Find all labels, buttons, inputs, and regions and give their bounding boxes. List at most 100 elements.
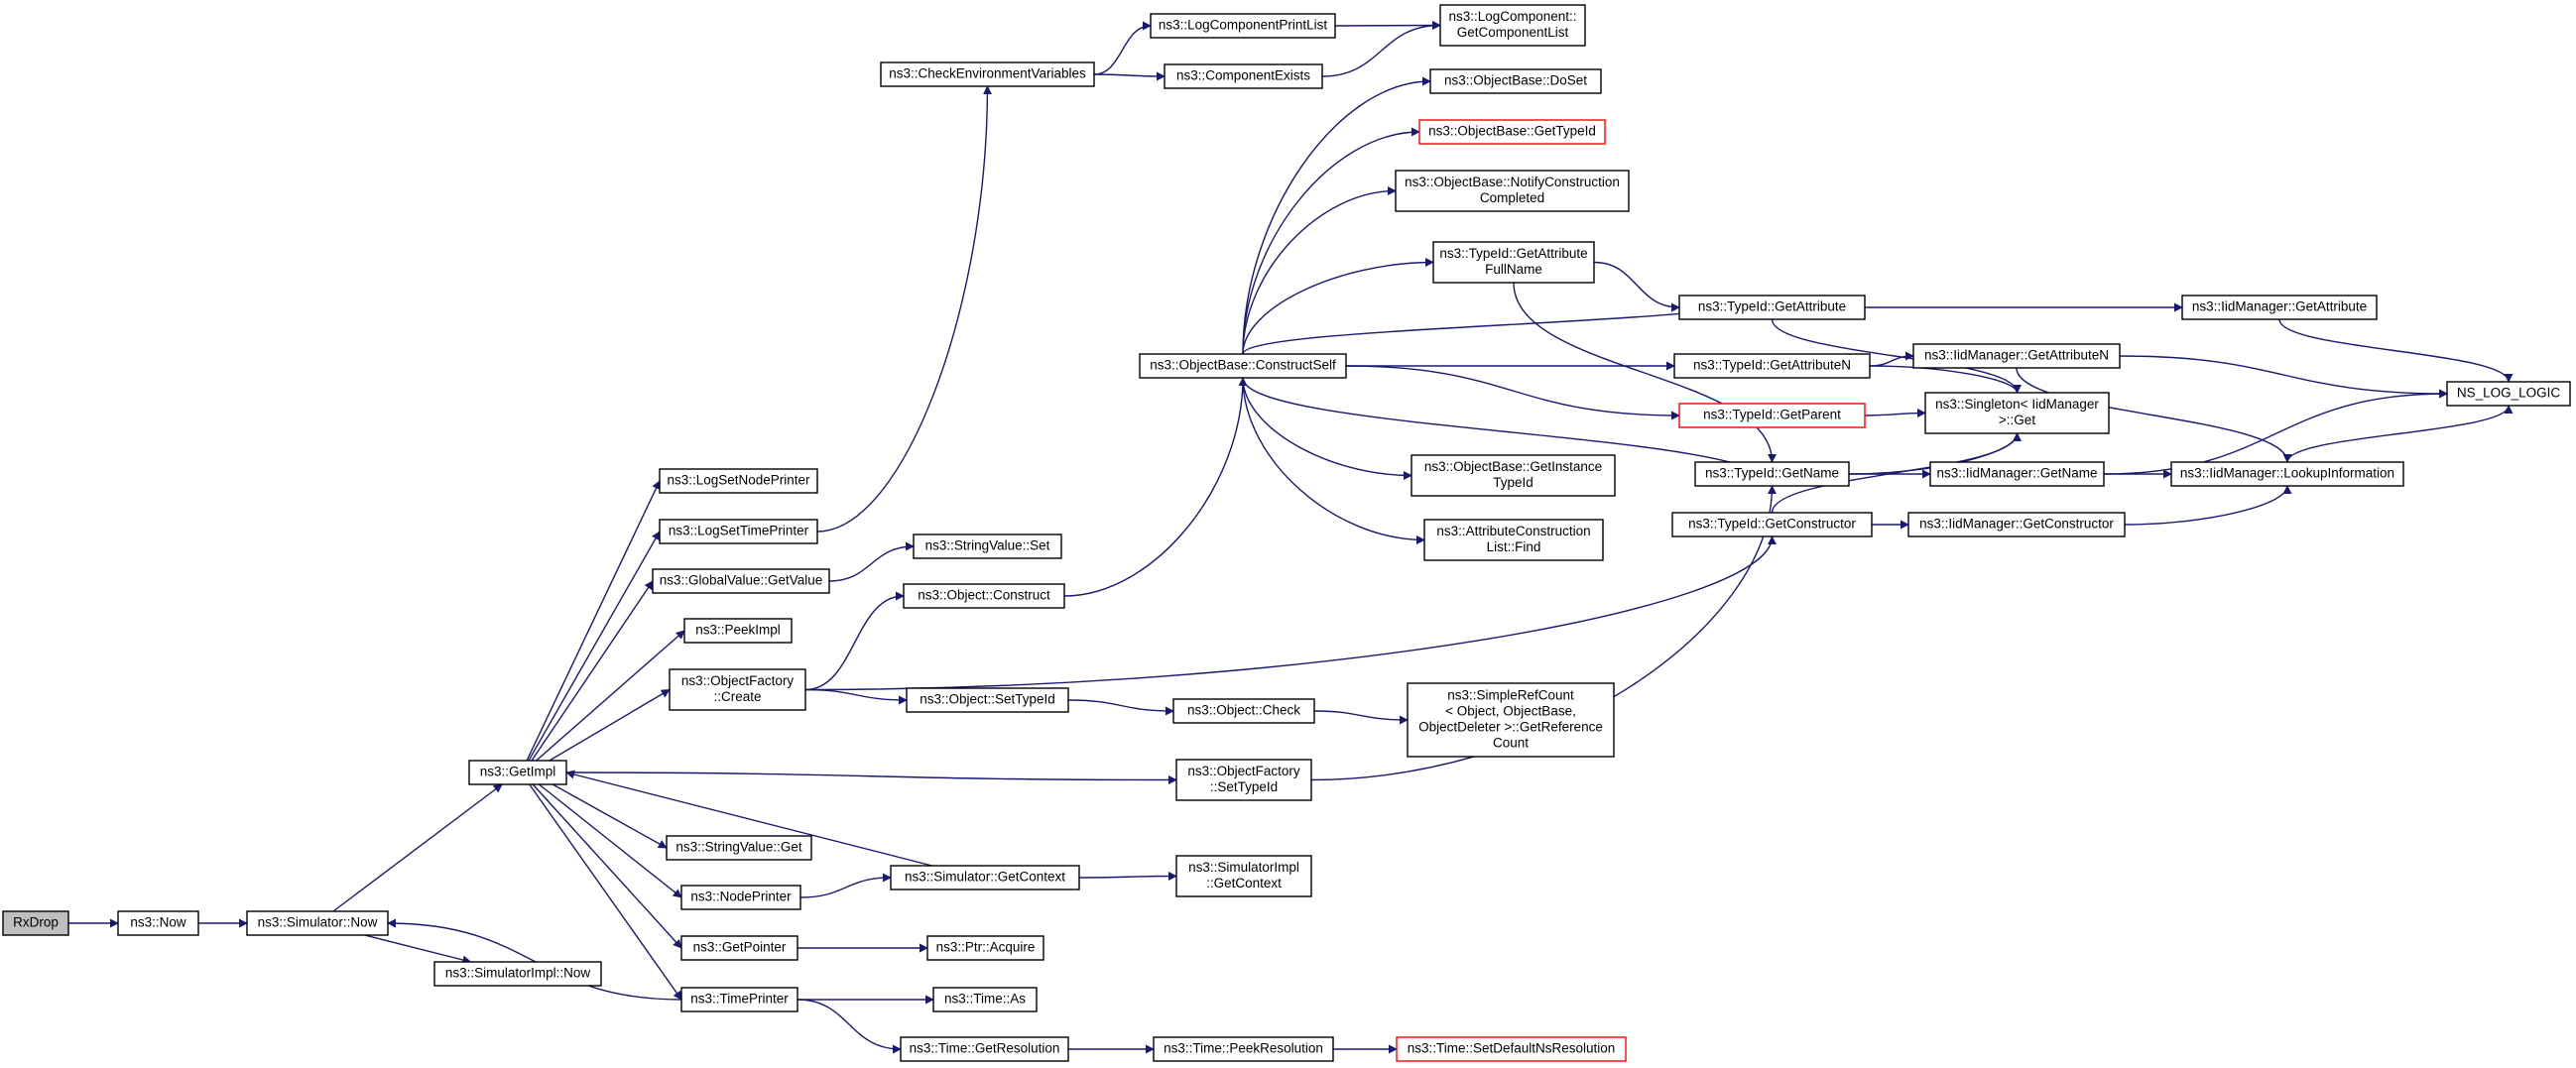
node-typeidgetattributen[interactable]: ns3::TypeId::GetAttributeN — [1673, 353, 1871, 379]
node-simnow[interactable]: ns3::Simulator::Now — [246, 910, 389, 936]
node-simplerefcount[interactable]: ns3::SimpleRefCount< Object, ObjectBase,… — [1407, 682, 1615, 758]
node-componentexists[interactable]: ns3::ComponentExists — [1164, 63, 1323, 89]
node-box-typeidgetconstructor[interactable] — [1671, 512, 1873, 537]
node-box-getimpl[interactable] — [468, 760, 567, 785]
node-box-objectsettypeid[interactable] — [906, 687, 1069, 713]
node-box-stringvalueget[interactable] — [666, 835, 812, 861]
node-typeidgetattribute[interactable]: ns3::TypeId::GetAttribute — [1678, 295, 1866, 320]
node-peekimpl[interactable]: ns3::PeekImpl — [683, 618, 793, 644]
node-box-nodeprinter[interactable] — [680, 885, 801, 910]
node-box-rxdrop[interactable] — [2, 910, 69, 936]
node-objectconstruct[interactable]: ns3::Object::Construct — [903, 583, 1065, 609]
node-getpointer[interactable]: ns3::GetPointer — [680, 935, 798, 961]
node-box-objectconstruct[interactable] — [903, 583, 1065, 609]
node-box-singletonget[interactable] — [1924, 392, 2110, 434]
node-objfactorysettypeid[interactable]: ns3::ObjectFactory::SetTypeId — [1175, 759, 1312, 801]
node-logsettimeprinter[interactable]: ns3::LogSetTimePrinter — [659, 519, 818, 544]
node-box-typeidgetname[interactable] — [1694, 461, 1850, 487]
node-box-iidgetattribute[interactable] — [2181, 295, 2378, 320]
node-box-timesetdefaultns[interactable] — [1396, 1036, 1627, 1062]
node-box-nslogic[interactable] — [2446, 381, 2571, 407]
node-stringvalueget[interactable]: ns3::StringValue::Get — [666, 835, 812, 861]
node-box-objbaseconstructself[interactable] — [1139, 353, 1347, 379]
node-box-globalvaluegetvalue[interactable] — [652, 568, 830, 594]
node-iidgetattributen[interactable]: ns3::IidManager::GetAttributeN — [1912, 343, 2121, 369]
node-box-simnow[interactable] — [246, 910, 389, 936]
node-timesetdefaultns[interactable]: ns3::Time::SetDefaultNsResolution — [1396, 1036, 1627, 1062]
node-simimplnow[interactable]: ns3::SimulatorImpl::Now — [433, 961, 602, 987]
node-box-typeidgetattrfullname[interactable] — [1432, 241, 1595, 284]
node-objbasegettypeid[interactable]: ns3::ObjectBase::GetTypeId — [1418, 119, 1606, 145]
node-box-objfactorycreate[interactable] — [669, 668, 806, 711]
node-box-simgetcontext[interactable] — [890, 865, 1080, 890]
node-box-peekimpl[interactable] — [683, 618, 793, 644]
node-objbaseconstructself[interactable]: ns3::ObjectBase::ConstructSelf — [1139, 353, 1347, 379]
node-iidgetconstructor[interactable]: ns3::IidManager::GetConstructor — [1907, 512, 2126, 537]
node-box-simimplgetcontext[interactable] — [1175, 855, 1312, 897]
node-box-typeidgetattributen[interactable] — [1673, 353, 1871, 379]
node-timepeekresolution[interactable]: ns3::Time::PeekResolution — [1153, 1036, 1334, 1062]
node-box-stringvalueset[interactable] — [913, 534, 1062, 559]
node-box-logcompgetcomplist[interactable] — [1439, 4, 1586, 47]
node-box-objbasenotify[interactable] — [1395, 170, 1630, 212]
node-timegetresolution[interactable]: ns3::Time::GetResolution — [900, 1036, 1069, 1062]
node-box-timepeekresolution[interactable] — [1153, 1036, 1334, 1062]
node-logsetnodeprinter[interactable]: ns3::LogSetNodePrinter — [659, 468, 818, 494]
node-checkenv[interactable]: ns3::CheckEnvironmentVariables — [880, 61, 1095, 87]
node-box-logcompprintlist[interactable] — [1150, 13, 1336, 39]
node-timeas[interactable]: ns3::Time::As — [932, 987, 1038, 1012]
node-rxdrop[interactable]: RxDrop — [2, 910, 69, 936]
node-logcompgetcomplist[interactable]: ns3::LogComponent::GetComponentList — [1439, 4, 1586, 47]
node-objbasenotify[interactable]: ns3::ObjectBase::NotifyConstructionCompl… — [1395, 170, 1630, 212]
node-box-typeidgetattribute[interactable] — [1678, 295, 1866, 320]
node-objectcheck[interactable]: ns3::Object::Check — [1172, 698, 1315, 724]
node-typeidgetname[interactable]: ns3::TypeId::GetName — [1694, 461, 1850, 487]
node-nodeprinter[interactable]: ns3::NodePrinter — [680, 885, 801, 910]
node-objfactorycreate[interactable]: ns3::ObjectFactory::Create — [669, 668, 806, 711]
node-box-now[interactable] — [117, 910, 199, 936]
node-box-iidgetconstructor[interactable] — [1907, 512, 2126, 537]
node-iidlookupinfo[interactable]: ns3::IidManager::LookupInformation — [2170, 461, 2404, 487]
node-box-objectcheck[interactable] — [1172, 698, 1315, 724]
node-box-timeprinter[interactable] — [680, 987, 798, 1012]
node-iidgetattribute[interactable]: ns3::IidManager::GetAttribute — [2181, 295, 2378, 320]
node-timeprinter[interactable]: ns3::TimePrinter — [680, 987, 798, 1012]
node-box-logsettimeprinter[interactable] — [659, 519, 818, 544]
node-box-typeidgetparent[interactable] — [1678, 403, 1866, 428]
node-simgetcontext[interactable]: ns3::Simulator::GetContext — [890, 865, 1080, 890]
node-box-timegetresolution[interactable] — [900, 1036, 1069, 1062]
node-ptracquire[interactable]: ns3::Ptr::Acquire — [926, 935, 1044, 961]
node-stringvalueset[interactable]: ns3::StringValue::Set — [913, 534, 1062, 559]
node-box-objbasedoset[interactable] — [1429, 68, 1602, 94]
node-globalvaluegetvalue[interactable]: ns3::GlobalValue::GetValue — [652, 568, 830, 594]
node-box-checkenv[interactable] — [880, 61, 1095, 87]
node-box-iidgetname[interactable] — [1929, 461, 2105, 487]
node-objectsettypeid[interactable]: ns3::Object::SetTypeId — [906, 687, 1069, 713]
node-simimplgetcontext[interactable]: ns3::SimulatorImpl::GetContext — [1175, 855, 1312, 897]
node-box-iidgetattributen[interactable] — [1912, 343, 2121, 369]
node-box-simplerefcount[interactable] — [1407, 682, 1615, 758]
node-typeidgetparent[interactable]: ns3::TypeId::GetParent — [1678, 403, 1866, 428]
node-logcompprintlist[interactable]: ns3::LogComponentPrintList — [1150, 13, 1336, 39]
node-getimpl[interactable]: ns3::GetImpl — [468, 760, 567, 785]
node-box-objbasegettypeid[interactable] — [1418, 119, 1606, 145]
node-box-iidlookupinfo[interactable] — [2170, 461, 2404, 487]
node-box-attrconstructionlistfind[interactable] — [1423, 519, 1604, 561]
node-box-simimplnow[interactable] — [433, 961, 602, 987]
node-now[interactable]: ns3::Now — [117, 910, 199, 936]
node-box-ptracquire[interactable] — [926, 935, 1044, 961]
node-box-logsetnodeprinter[interactable] — [659, 468, 818, 494]
node-box-objfactorysettypeid[interactable] — [1175, 759, 1312, 801]
node-singletonget[interactable]: ns3::Singleton< IidManager >::Get — [1924, 392, 2110, 434]
node-objbasedoset[interactable]: ns3::ObjectBase::DoSet — [1429, 68, 1602, 94]
node-box-objbasegetinstancetypeid[interactable] — [1411, 454, 1616, 497]
node-nslogic[interactable]: NS_LOG_LOGIC — [2446, 381, 2571, 407]
node-typeidgetconstructor[interactable]: ns3::TypeId::GetConstructor — [1671, 512, 1873, 537]
node-box-timeas[interactable] — [932, 987, 1038, 1012]
node-box-getpointer[interactable] — [680, 935, 798, 961]
node-iidgetname[interactable]: ns3::IidManager::GetName — [1929, 461, 2105, 487]
node-box-componentexists[interactable] — [1164, 63, 1323, 89]
